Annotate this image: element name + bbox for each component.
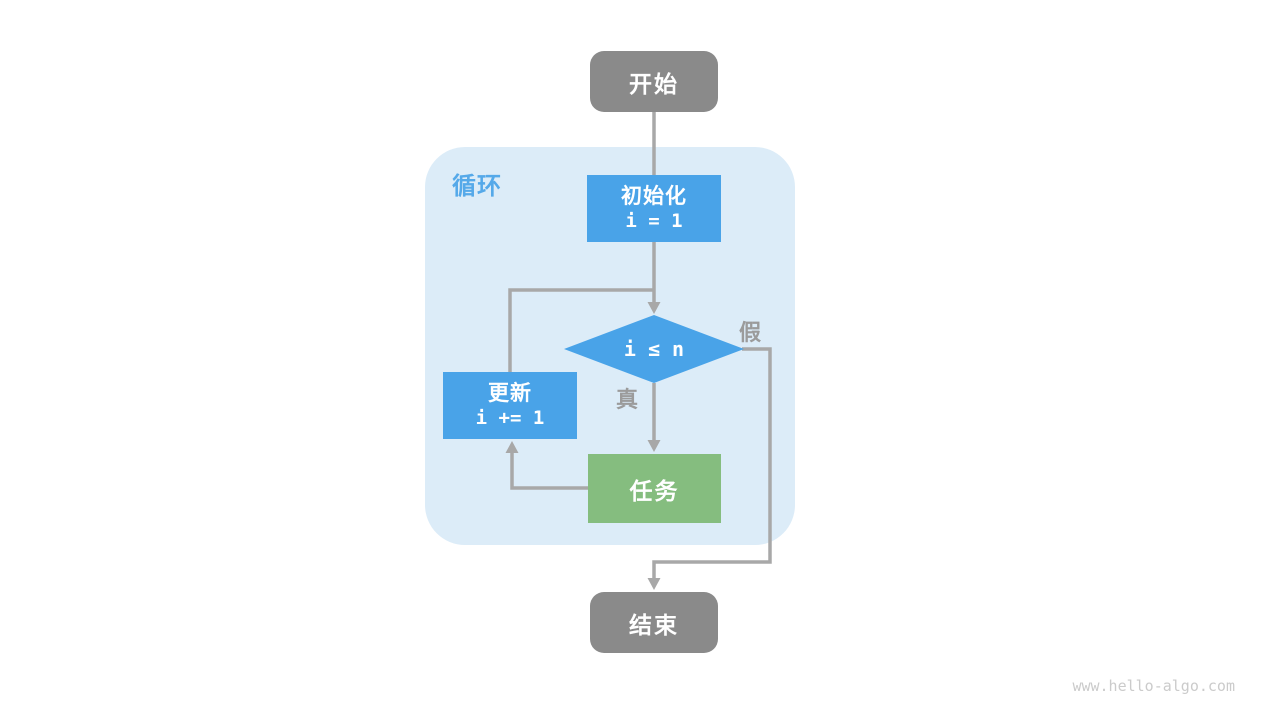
task-node: 任务 <box>588 454 721 523</box>
loop-region-label: 循环 <box>452 173 502 200</box>
true-branch-label: 真 <box>616 387 639 412</box>
task-node-label: 任务 <box>629 477 680 504</box>
init-node-label: 初始化 <box>621 184 687 208</box>
update-node: 更新 i += 1 <box>443 372 577 439</box>
end-node-label: 结束 <box>629 611 679 638</box>
condition-node-code: i ≤ n <box>623 337 685 361</box>
update-node-code: i += 1 <box>475 407 545 430</box>
update-node-label: 更新 <box>488 381 532 405</box>
arrowhead-into-end <box>647 578 661 590</box>
init-node: 初始化 i = 1 <box>587 175 721 242</box>
start-node-label: 开始 <box>629 70 679 97</box>
end-node: 结束 <box>590 592 718 653</box>
false-branch-label: 假 <box>739 320 762 345</box>
start-node: 开始 <box>590 51 718 112</box>
watermark-text: www.hello-algo.com <box>1072 677 1235 695</box>
init-node-code: i = 1 <box>625 210 683 233</box>
